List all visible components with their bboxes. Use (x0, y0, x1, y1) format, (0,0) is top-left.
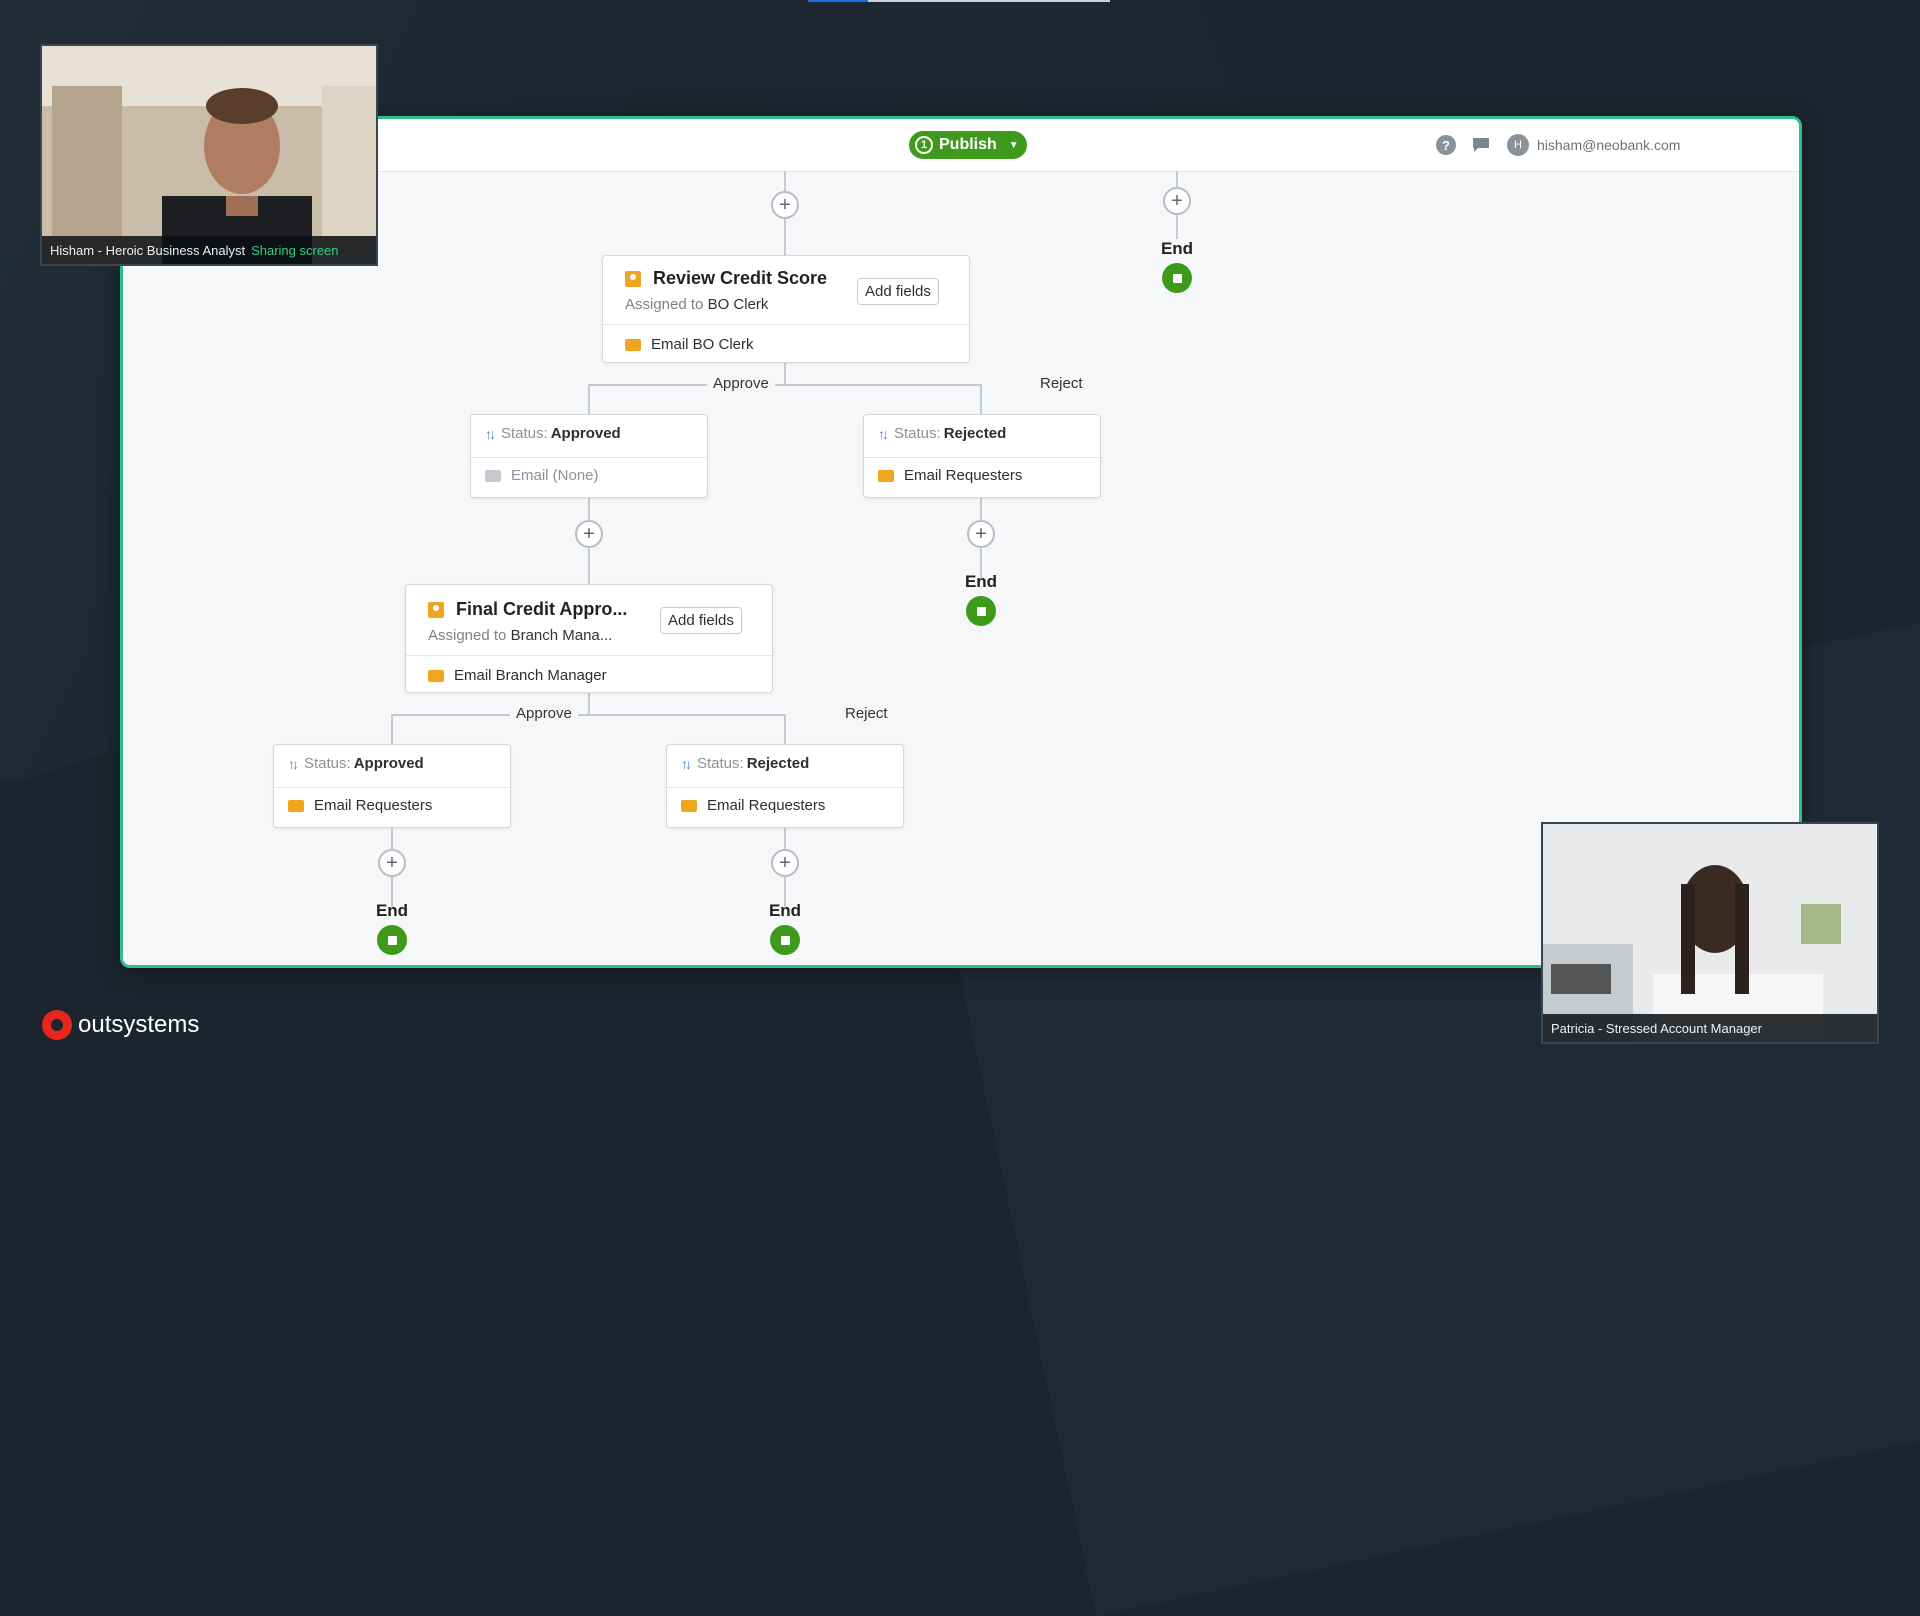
end-label: End (375, 901, 409, 920)
email-step[interactable]: Email (None) (511, 467, 599, 484)
sharing-status: Sharing screen (251, 242, 339, 258)
task-assignee: Branch Mana... (510, 627, 613, 644)
status-prefix: Status: (501, 425, 548, 442)
avatar[interactable]: H (1507, 134, 1529, 156)
chevron-down-icon[interactable]: ▼ (1008, 139, 1019, 151)
end-node-icon[interactable] (966, 596, 996, 626)
status-rejected-step[interactable]: ↑↓ Status: Rejected Email Requesters (666, 744, 904, 828)
add-fields-button[interactable]: Add fields (857, 278, 939, 305)
viewer-name: Patricia - Stressed Account Manager (1551, 1020, 1762, 1036)
viewer-caption: Patricia - Stressed Account Manager (1543, 1014, 1877, 1042)
user-email: hisham@neobank.com (1537, 137, 1681, 153)
reject-branch-label: Reject (1034, 375, 1089, 392)
status-change-icon: ↑↓ (681, 755, 692, 772)
presenter-name: Hisham - Heroic Business Analyst (50, 242, 246, 258)
status-prefix: Status: (894, 425, 941, 442)
reject-branch-label: Reject (839, 705, 894, 722)
assigned-prefix: Assigned to (428, 627, 507, 644)
email-step[interactable]: Email Requesters (314, 797, 433, 814)
publish-button[interactable]: 1 Publish ▼ (909, 131, 1027, 159)
publish-count-badge: 1 (915, 136, 933, 154)
end-label: End (1160, 239, 1194, 258)
add-fields-button[interactable]: Add fields (660, 607, 742, 634)
status-approved-step[interactable]: ↑↓ Status: Approved Email (None) (470, 414, 708, 498)
brand-name: outsystems (78, 1011, 200, 1038)
final-credit-approval-task[interactable]: Final Credit Appro... Assigned to Branch… (405, 584, 773, 693)
status-prefix: Status: (697, 755, 744, 772)
approve-branch-label: Approve (510, 705, 578, 722)
email-step[interactable]: Email Requesters (707, 797, 826, 814)
outsystems-logo-icon (42, 1010, 72, 1040)
status-value: Approved (353, 755, 424, 772)
review-credit-score-task[interactable]: Review Credit Score Assigned to BO Clerk… (602, 255, 970, 363)
status-value: Rejected (746, 755, 810, 772)
task-assignee: BO Clerk (707, 296, 769, 313)
outsystems-logo: outsystems (42, 1010, 199, 1040)
presenter-video-feed (42, 46, 376, 264)
presenter-video-tile: Hisham - Heroic Business Analyst Sharing… (40, 44, 378, 266)
status-change-icon: ↑↓ (878, 425, 889, 442)
add-step-button[interactable]: + (575, 520, 603, 548)
add-step-button[interactable]: + (771, 191, 799, 219)
flow-canvas: + + End Review Credit Score Assigned to … (123, 171, 1799, 965)
end-node-icon[interactable] (377, 925, 407, 955)
email-icon (288, 799, 304, 812)
app-topbar: 1 Publish ▼ ? H hisham@neobank.com (123, 119, 1799, 172)
presenter-caption: Hisham - Heroic Business Analyst Sharing… (42, 236, 376, 264)
human-task-icon (625, 270, 641, 287)
human-task-icon (428, 601, 444, 618)
end-node-icon[interactable] (1162, 263, 1192, 293)
help-icon[interactable]: ? (1436, 135, 1456, 155)
viewer-video-feed (1543, 824, 1877, 1042)
task-title: Final Credit Appro... (456, 599, 628, 619)
status-rejected-step[interactable]: ↑↓ Status: Rejected Email Requesters (863, 414, 1101, 498)
shared-screen: 1 Publish ▼ ? H hisham@neobank.com (120, 116, 1802, 968)
end-label: End (964, 572, 998, 591)
end-label: End (768, 901, 802, 920)
status-approved-step[interactable]: ↑↓ Status: Approved Email Requesters (273, 744, 511, 828)
viewer-video-tile: Patricia - Stressed Account Manager (1541, 822, 1879, 1044)
status-value: Rejected (943, 425, 1007, 442)
task-title: Review Credit Score (653, 268, 828, 288)
chat-icon[interactable] (1471, 135, 1491, 155)
email-step[interactable]: Email Requesters (904, 467, 1023, 484)
publish-label: Publish (939, 136, 997, 153)
status-change-icon: ↑↓ (485, 425, 496, 442)
email-icon (625, 338, 641, 351)
email-icon (485, 469, 501, 482)
task-email[interactable]: Email BO Clerk (651, 336, 754, 353)
email-icon (878, 469, 894, 482)
add-step-button[interactable]: + (1163, 187, 1191, 215)
assigned-prefix: Assigned to (625, 296, 704, 313)
status-value: Approved (550, 425, 621, 442)
approve-branch-label: Approve (707, 375, 775, 392)
top-progress-bar (808, 0, 1110, 2)
email-icon (428, 669, 444, 682)
email-icon (681, 799, 697, 812)
status-change-icon: ↑↓ (288, 755, 299, 772)
status-prefix: Status: (304, 755, 351, 772)
add-step-button[interactable]: + (771, 849, 799, 877)
add-step-button[interactable]: + (967, 520, 995, 548)
add-step-button[interactable]: + (378, 849, 406, 877)
end-node-icon[interactable] (770, 925, 800, 955)
task-email[interactable]: Email Branch Manager (454, 667, 607, 684)
